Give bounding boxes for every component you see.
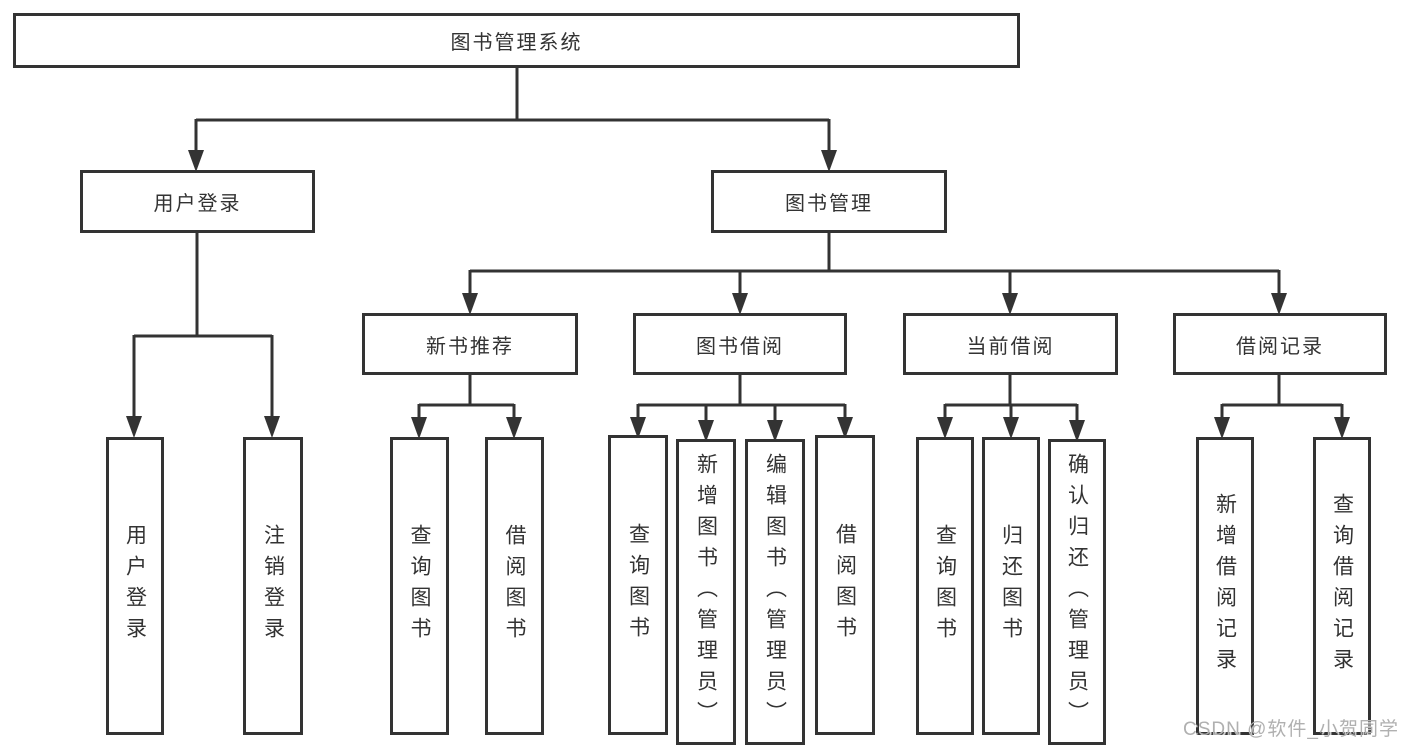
node-leaf-confirm-return-admin: 确认归还（管理员）: [1048, 439, 1106, 745]
node-new-book-recommend: 新书推荐: [362, 313, 578, 375]
node-label: 图书管理系统: [450, 32, 583, 54]
node-borrow-records: 借阅记录: [1173, 313, 1387, 375]
node-book-management: 图书管理: [711, 170, 947, 233]
node-leaf-borrow-books-1: 借阅图书: [485, 437, 544, 735]
node-label: 图书管理: [785, 193, 873, 215]
node-leaf-edit-books-admin: 编辑图书（管理员）: [745, 439, 805, 745]
node-label: 归还图书: [999, 524, 1023, 648]
node-label: 图书借阅: [696, 335, 784, 358]
node-label: 新书推荐: [426, 335, 514, 358]
node-leaf-return-books: 归还图书: [982, 437, 1040, 735]
node-label: 新增借阅记录: [1213, 493, 1237, 679]
node-label: 当前借阅: [966, 335, 1055, 358]
node-leaf-query-books-3: 查询图书: [916, 437, 974, 735]
node-leaf-user-login: 用户登录: [106, 437, 164, 735]
node-label: 注销登录: [261, 524, 285, 648]
node-label: 查询借阅记录: [1330, 493, 1354, 679]
node-leaf-add-books-admin: 新增图书（管理员）: [676, 439, 736, 745]
node-label: 查询图书: [408, 524, 431, 648]
node-label: 借阅图书: [833, 523, 857, 647]
node-label: 查询图书: [933, 524, 957, 648]
node-leaf-query-books-2: 查询图书: [608, 435, 668, 735]
node-leaf-borrow-books-2: 借阅图书: [815, 435, 875, 735]
node-label: 用户登录: [153, 193, 242, 215]
node-label: 查询图书: [626, 523, 650, 647]
node-leaf-add-borrow-record: 新增借阅记录: [1196, 437, 1254, 735]
csdn-watermark: CSDN @软件_小贺同学: [1183, 719, 1399, 740]
node-current-borrow: 当前借阅: [903, 313, 1118, 375]
node-label: 编辑图书（管理员）: [763, 452, 787, 732]
node-leaf-query-borrow-record: 查询借阅记录: [1313, 437, 1371, 735]
node-label: 用户登录: [123, 524, 147, 648]
node-library-management-system: 图书管理系统: [13, 13, 1020, 68]
node-label: 借阅图书: [503, 524, 526, 648]
node-user-login: 用户登录: [80, 170, 315, 233]
node-leaf-query-books-1: 查询图书: [390, 437, 449, 735]
node-leaf-logout: 注销登录: [243, 437, 303, 735]
node-book-borrow: 图书借阅: [633, 313, 847, 375]
node-label: 确认归还（管理员）: [1065, 452, 1089, 732]
node-label: 新增图书（管理员）: [694, 452, 718, 732]
node-label: 借阅记录: [1236, 335, 1324, 358]
